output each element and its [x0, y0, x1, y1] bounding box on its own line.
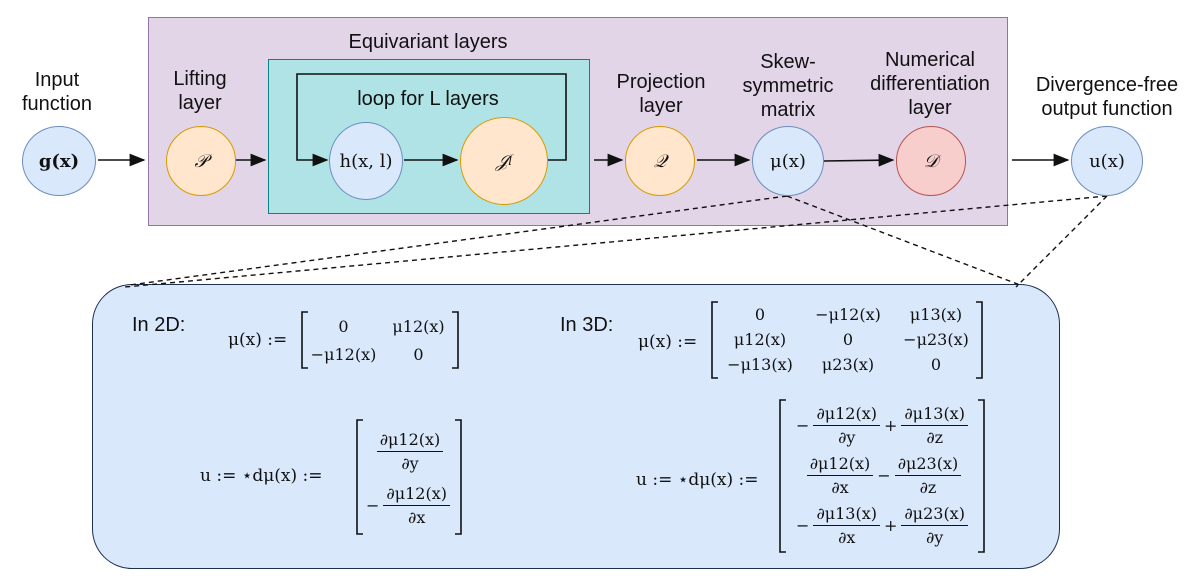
formula-panel	[92, 284, 1060, 569]
node-hidden-h: h(x, l)	[329, 122, 403, 200]
u3-row: ∂μ12(x)∂x − ∂μ23(x)∂z	[803, 454, 962, 497]
u3-fraction: ∂μ23(x)∂y	[901, 504, 968, 547]
u3-fraction: ∂μ12(x)∂y	[813, 404, 880, 447]
u3-numerator: ∂μ13(x)	[813, 504, 880, 526]
loop-label: loop for L layers	[357, 88, 499, 110]
u3-numerator: ∂μ23(x)	[894, 454, 962, 476]
m3-cell: −μ13(x)	[727, 355, 793, 374]
u3-numerator: ∂μ12(x)	[813, 404, 880, 426]
loop-path	[296, 73, 567, 167]
arrow-mu-to-d	[823, 153, 895, 167]
u-3d-definition: u := ⋆dμ(x) :=	[636, 470, 759, 490]
node-lifting-p: 𝒫	[166, 126, 236, 196]
u3-sign: −	[796, 515, 810, 535]
m3-cell: −μ12(x)	[815, 305, 881, 324]
zoom-line-mu-left	[129, 195, 788, 286]
matrix-3d: 0 −μ12(x) μ13(x) μ12(x) 0 −μ23(x) −μ13(x…	[716, 302, 980, 378]
m3-cell: μ13(x)	[909, 305, 963, 324]
u3-fraction: ∂μ12(x)∂x	[806, 454, 874, 497]
u3-numerator: ∂μ12(x)	[806, 454, 874, 476]
u2-fraction: ∂μ12(x)∂x	[383, 484, 450, 527]
differentiation-symbol: 𝒟	[923, 150, 939, 172]
matrix-2d: 0 μ12(x) −μ12(x) 0	[306, 312, 456, 368]
u2-denominator: ∂y	[401, 453, 419, 473]
layer-subscript: l	[508, 154, 513, 168]
u3-operator: +	[884, 415, 898, 435]
u3-fraction: ∂μ13(x)∂z	[901, 404, 968, 447]
u3-denominator: ∂y	[926, 527, 944, 547]
u2-numerator: ∂μ12(x)	[376, 430, 444, 452]
u3-numerator: ∂μ13(x)	[901, 404, 968, 426]
u3-fraction: ∂μ13(x)∂x	[813, 504, 880, 547]
node-differentiation-d: 𝒟	[896, 126, 966, 196]
u2-fraction: ∂μ12(x)∂y	[376, 430, 444, 473]
u2-denominator: ∂x	[408, 507, 426, 527]
node-mu: μ(x)	[752, 126, 824, 196]
u2-numerator: ∂μ12(x)	[383, 484, 450, 506]
m3-cell: μ12(x)	[733, 330, 787, 349]
m3-cell: μ23(x)	[821, 355, 875, 374]
u3-fraction: ∂μ23(x)∂z	[894, 454, 962, 497]
layer-symbol: 𝒥	[495, 150, 509, 172]
u3-operator: +	[884, 515, 898, 535]
u3-numerator: ∂μ23(x)	[901, 504, 968, 526]
node-input-g: g(x)	[22, 126, 96, 196]
vector-u3: − ∂μ12(x)∂y + ∂μ13(x)∂z ∂μ12(x)∂x − ∂μ23…	[784, 400, 980, 550]
m3-cell: 0	[754, 305, 766, 324]
mu-2d-definition: μ(x) :=	[228, 330, 288, 350]
m3-cell: 0	[930, 355, 942, 374]
u3-denominator: ∂x	[838, 527, 856, 547]
zoom-line-mu-right	[786, 195, 1021, 286]
bracket-m2	[301, 311, 459, 369]
projection-symbol: 𝒬	[653, 150, 667, 172]
vector-u2: ∂μ12(x)∂y − ∂μ12(x)∂x	[360, 424, 456, 532]
u3-denominator: ∂z	[919, 477, 937, 497]
u3-row: − ∂μ13(x)∂x + ∂μ23(x)∂y	[796, 504, 968, 547]
bracket-u2	[356, 419, 462, 535]
u3-denominator: ∂z	[926, 427, 944, 447]
node-output-u: u(x)	[1071, 126, 1143, 196]
node-projection-q: 𝒬	[625, 126, 695, 196]
u2-sign: −	[366, 495, 380, 515]
equivariant-layers-label: Equivariant layers	[348, 31, 508, 53]
bracket-m3	[711, 301, 983, 379]
zoom-line-u-right	[1015, 195, 1108, 288]
u-2d-definition: u := ⋆dμ(x) :=	[200, 466, 323, 486]
u2-row: − ∂μ12(x)∂x	[366, 484, 450, 527]
u2-row: ∂μ12(x)∂y	[373, 430, 444, 473]
m2-cell: −μ12(x)	[310, 344, 377, 364]
m2-cell: 0	[338, 316, 349, 336]
lifting-symbol: 𝒫	[194, 150, 208, 172]
u3-operator: −	[877, 465, 891, 485]
u3-denominator: ∂x	[831, 477, 849, 497]
m3-cell: −μ23(x)	[903, 330, 969, 349]
m2-cell: 0	[413, 344, 424, 364]
in-2d-label: In 2D:	[132, 314, 186, 336]
in-3d-label: In 3D:	[560, 314, 614, 336]
mu-3d-definition: μ(x) :=	[638, 332, 698, 352]
u3-row: − ∂μ12(x)∂y + ∂μ13(x)∂z	[796, 404, 968, 447]
zoom-line-u-left	[124, 195, 1108, 288]
m2-cell: μ12(x)	[392, 316, 445, 336]
u3-denominator: ∂y	[838, 427, 856, 447]
bracket-u3	[779, 399, 985, 553]
u3-sign: −	[796, 415, 810, 435]
m3-cell: 0	[842, 330, 854, 349]
